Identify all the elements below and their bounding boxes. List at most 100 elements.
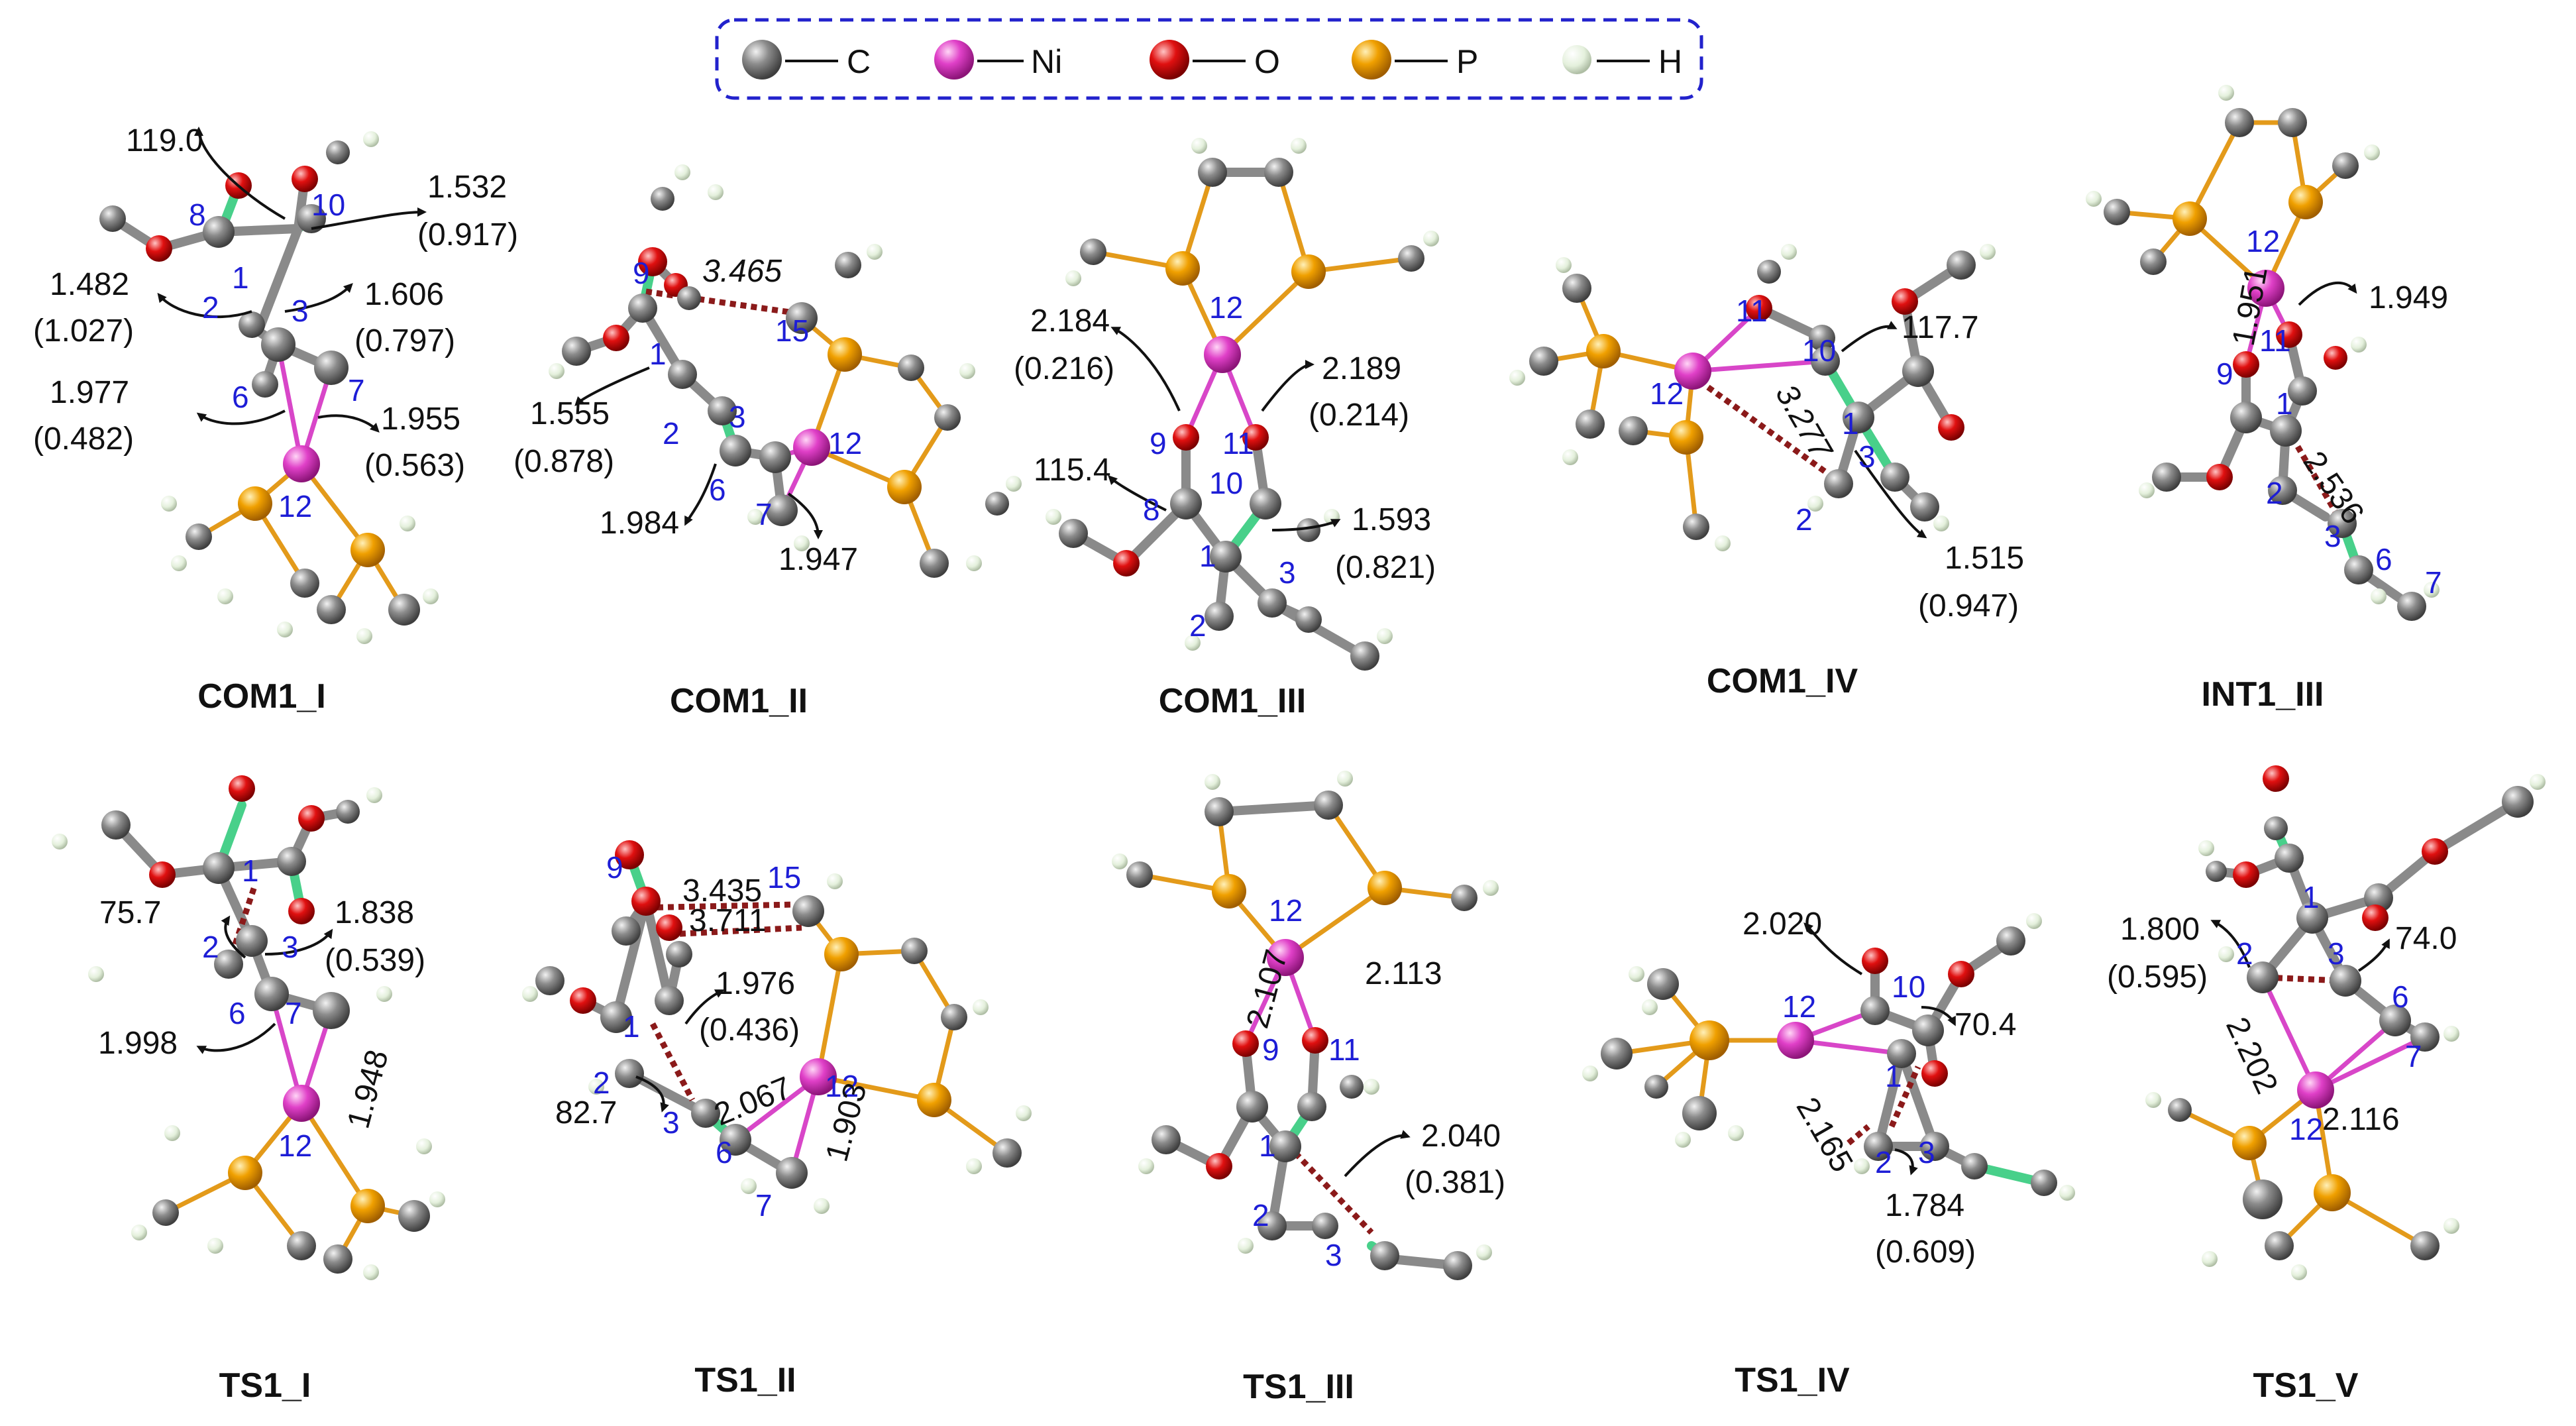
atom-label: 2	[593, 1066, 610, 1100]
atom-label: 9	[633, 256, 650, 290]
atom-label: 1	[242, 853, 259, 888]
structure-title: COM1_IV	[1707, 662, 1858, 700]
atom-label: 2	[1875, 1145, 1892, 1179]
atom-label: 12	[825, 1069, 859, 1103]
bond-length: 2.165	[1790, 1091, 1860, 1178]
atom-label: 8	[1143, 492, 1160, 527]
bond-order: (0.821)	[1335, 550, 1436, 585]
atom-label: 1	[1885, 1059, 1902, 1093]
bond-angle: 75.7	[99, 895, 161, 930]
atom-label: 12	[1269, 893, 1303, 928]
legend-label-p: P	[1456, 43, 1478, 80]
atom-label: 12	[1650, 376, 1684, 411]
atom-label: 3	[2324, 519, 2341, 553]
bond-length: 3.277	[1768, 378, 1839, 466]
bond-length: 2.020	[1743, 906, 1822, 942]
atom-label: 3	[1918, 1135, 1935, 1170]
structure-ts1-i: 1 2 3 6 7 12 75.7 1.838 (0.539) 1.998 1.…	[52, 775, 445, 1405]
bond-length: 3.435	[682, 873, 762, 908]
bond-order: (0.878)	[513, 444, 614, 479]
atom-label: 6	[232, 380, 249, 414]
atom-label: 3	[292, 294, 309, 328]
bond-length: 2.202	[2219, 1012, 2284, 1099]
legend-label-ni: Ni	[1031, 43, 1062, 80]
bond-length: 2.184	[1030, 303, 1110, 339]
structure-com1-ii: 9 1 15 2 3 12 6 7 3.465 1.555 (0.878) 1.…	[513, 164, 1022, 720]
structure-title: TS1_III	[1243, 1368, 1354, 1406]
atom-label: 12	[1209, 290, 1243, 325]
structure-ts1-iv: 12 10 1 2 3 2.020 70.4 2.165 1.784 (0.60…	[1582, 906, 2075, 1399]
legend-item-o: O	[1150, 40, 1280, 80]
bond-order: (0.216)	[1014, 351, 1114, 386]
atom-label: 12	[278, 1128, 312, 1163]
legend-item-p: P	[1352, 40, 1478, 80]
bond-order: (0.797)	[354, 323, 455, 358]
atom-label: 3	[1325, 1238, 1342, 1272]
structure-com1-i: 8 10 1 2 3 6 7 12 119.0 1.532 (0.917) 1.…	[33, 123, 518, 716]
bond-length: 1.800	[2120, 912, 2200, 947]
bond-order: (0.563)	[364, 448, 465, 483]
bond-order: (0.381)	[1405, 1165, 1505, 1200]
bond-order: (0.595)	[2107, 960, 2208, 995]
structure-title: TS1_I	[219, 1366, 311, 1405]
atom-label: 2	[663, 416, 680, 451]
bond-length: 1.482	[50, 267, 129, 302]
bond-order: (0.482)	[33, 421, 134, 457]
structure-int1-iii: 12 11 9 1 2 3 6 7 1.951 1.949 2.536 INT1…	[2086, 85, 2448, 714]
structure-ts1-iii: 12 9 11 1 2 3 2.107 2.113 2.040 (0.381) …	[1112, 771, 1505, 1406]
structure-title: COM1_I	[197, 677, 326, 716]
structure-title: INT1_III	[2202, 675, 2324, 714]
atom-label: 3	[663, 1105, 680, 1140]
bond-length: 1.976	[716, 966, 795, 1001]
atom-label: 6	[2392, 979, 2409, 1014]
phosphorus-atom-icon	[1352, 40, 1391, 80]
structure-title: TS1_IV	[1735, 1361, 1850, 1399]
bond-angle: 117.7	[1902, 310, 1979, 345]
atom-label: 6	[709, 472, 726, 507]
bond-length: 2.536	[2296, 445, 2371, 531]
atom-label: 8	[189, 197, 206, 232]
bond-length: 1.949	[2369, 280, 2448, 315]
bond-order: (0.539)	[325, 943, 425, 978]
atom-label: 2	[1189, 608, 1207, 643]
bond-angle: 82.7	[555, 1095, 617, 1130]
atom-label: 7	[755, 497, 773, 531]
atom-label: 12	[828, 426, 862, 461]
bond-length: 2.040	[1421, 1119, 1501, 1154]
atom-label: 12	[278, 489, 312, 523]
atom-label: 7	[755, 1188, 773, 1223]
bond-length: 1.977	[50, 375, 129, 410]
atom-label: 6	[229, 996, 246, 1030]
bond-length: 3.711	[689, 903, 767, 938]
bond-length: 1.784	[1885, 1188, 1964, 1223]
atom-label: 2	[2236, 936, 2253, 971]
atom-label: 1	[1199, 539, 1216, 573]
atom-label: 12	[2289, 1112, 2323, 1146]
bond-order: (0.609)	[1875, 1234, 1976, 1270]
carbon-atom-icon	[742, 40, 782, 80]
bond-length: 3.465	[702, 254, 782, 289]
bond-order: (0.214)	[1309, 398, 1409, 433]
nickel-atom-icon	[934, 40, 974, 80]
bond-angle: 115.4	[1034, 453, 1111, 488]
legend-item-h: H	[1562, 43, 1682, 80]
atom-label: 1	[232, 260, 249, 295]
bond-order: (0.947)	[1918, 588, 2019, 624]
atom-label: 9	[2216, 356, 2233, 391]
bond-length: 1.838	[335, 895, 414, 930]
bond-order: (0.917)	[417, 217, 518, 252]
atom-label: 9	[1262, 1032, 1279, 1067]
structure-ts1-ii: 9 15 1 2 3 6 7 12 3.435 3.711 1.976 (0.4…	[522, 840, 1032, 1399]
atom-label: 11	[1736, 294, 1768, 328]
hydrogen-atom-icon	[1562, 45, 1591, 74]
atom-label: 11	[1328, 1032, 1360, 1067]
atom-label: 1	[2276, 386, 2293, 421]
bond-length: 1.998	[98, 1026, 178, 1061]
atom-label: 3	[282, 930, 299, 964]
atom-label: 15	[775, 313, 809, 348]
legend-item-c: C	[742, 40, 871, 80]
bond-length: 2.067	[710, 1070, 796, 1132]
atom-label: 2	[202, 930, 219, 964]
atom-label: 2	[202, 290, 219, 325]
